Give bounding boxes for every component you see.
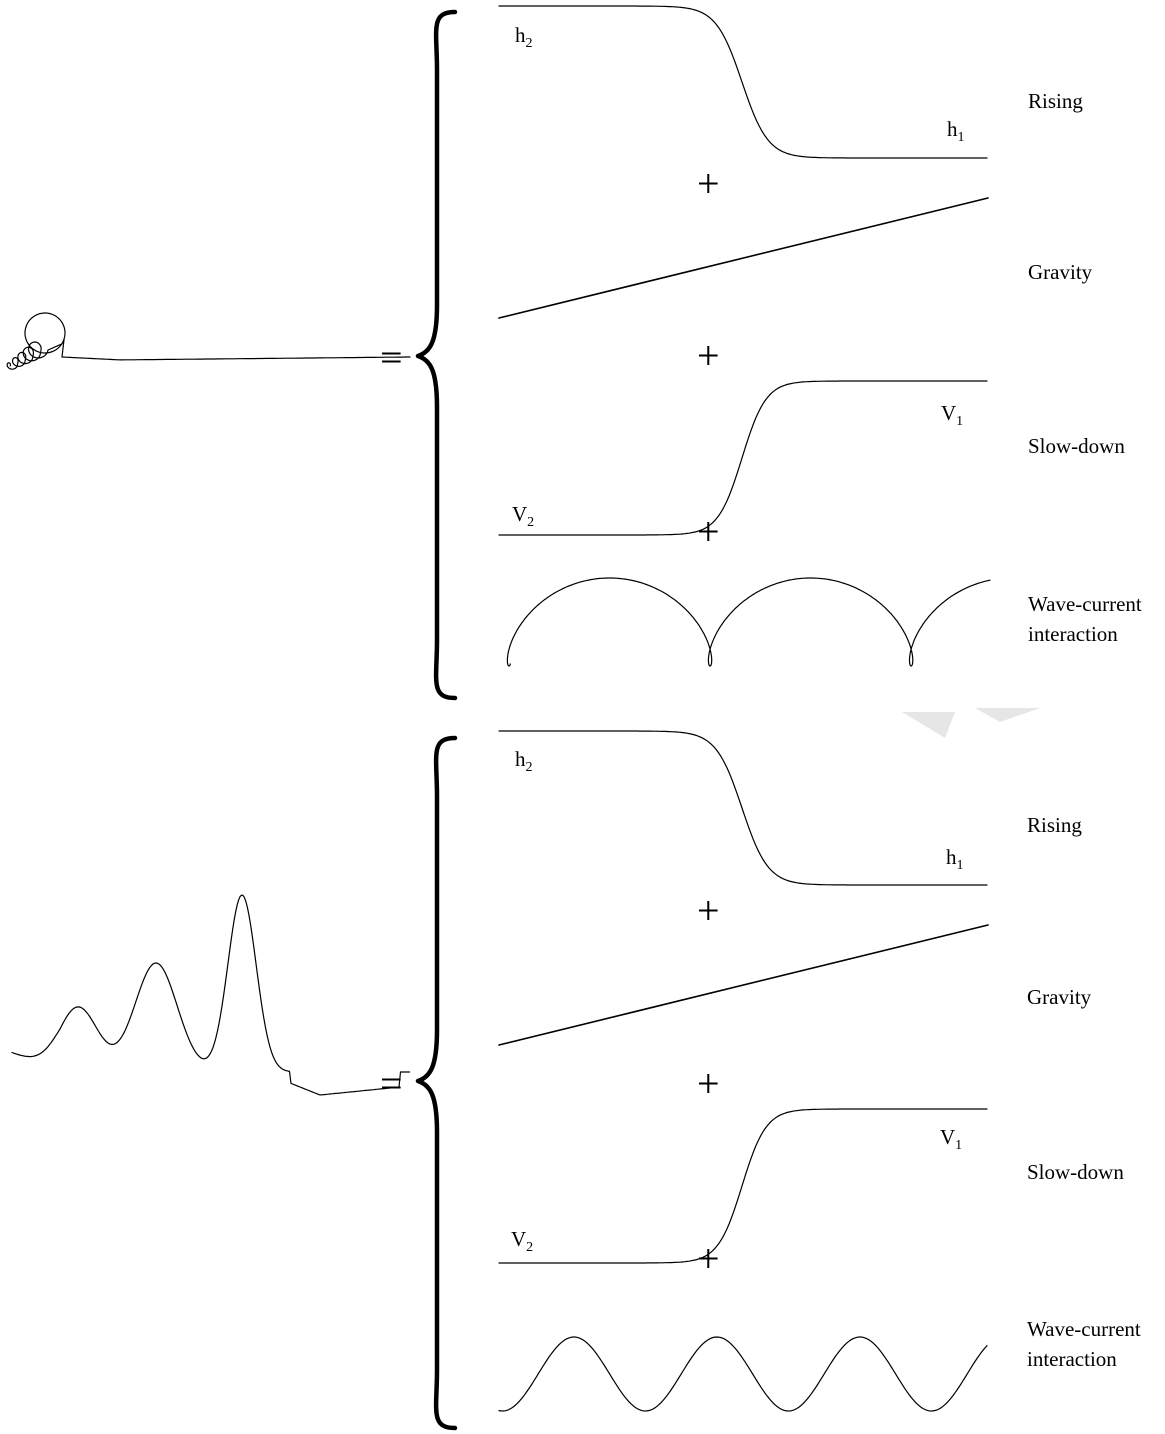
slowdown-curve — [498, 1108, 988, 1264]
equals-sign: = — [380, 335, 403, 380]
watermark-fragment — [975, 708, 1040, 722]
curly-brace — [415, 735, 458, 1431]
label-interaction: interaction — [1027, 1347, 1117, 1371]
equals-sign: = — [380, 1061, 403, 1106]
symbol-v2: V2 — [512, 502, 534, 530]
slowdown-curve — [498, 380, 988, 536]
label-rising: Rising — [1028, 89, 1083, 113]
resultant-wave-train — [11, 894, 411, 1096]
rising-curve — [498, 730, 988, 886]
symbol-v2: V2 — [511, 1227, 533, 1255]
curly-brace — [415, 9, 458, 701]
label-wave-current: Wave-current — [1027, 1317, 1141, 1341]
gravity-line — [498, 197, 989, 319]
symbol-h2: h2 — [515, 747, 533, 775]
plus-sign: + — [697, 888, 720, 933]
wave-current-sine — [498, 1336, 988, 1412]
panel-bottom: = h2 h1 Rising + Gravity + V1 V2 Slow-do… — [11, 730, 1141, 1431]
symbol-h1: h1 — [947, 117, 965, 145]
label-interaction: interaction — [1028, 622, 1118, 646]
plus-sign: + — [697, 161, 720, 206]
label-slowdown: Slow-down — [1027, 1160, 1124, 1184]
label-gravity: Gravity — [1028, 260, 1093, 284]
label-wave-current: Wave-current — [1028, 592, 1142, 616]
rising-curve — [498, 5, 988, 159]
plus-sign: + — [697, 1061, 720, 1106]
panel-top: = h2 h1 Rising + Gravity + V1 V2 Slow-do… — [6, 5, 1142, 701]
plus-sign: + — [697, 333, 720, 378]
plus-sign: + — [697, 1236, 720, 1281]
label-slowdown: Slow-down — [1028, 434, 1125, 458]
symbol-h1: h1 — [946, 845, 964, 873]
symbol-v1: V1 — [941, 401, 963, 429]
gravity-line — [498, 924, 989, 1046]
label-gravity: Gravity — [1027, 985, 1092, 1009]
symbol-h2: h2 — [515, 23, 533, 51]
plus-sign: + — [697, 509, 720, 554]
watermark-fragment — [902, 712, 955, 738]
label-rising: Rising — [1027, 813, 1082, 837]
symbol-v1: V1 — [940, 1125, 962, 1153]
wave-current-trochoid — [506, 577, 991, 667]
resultant-loop-trajectory — [6, 312, 411, 370]
